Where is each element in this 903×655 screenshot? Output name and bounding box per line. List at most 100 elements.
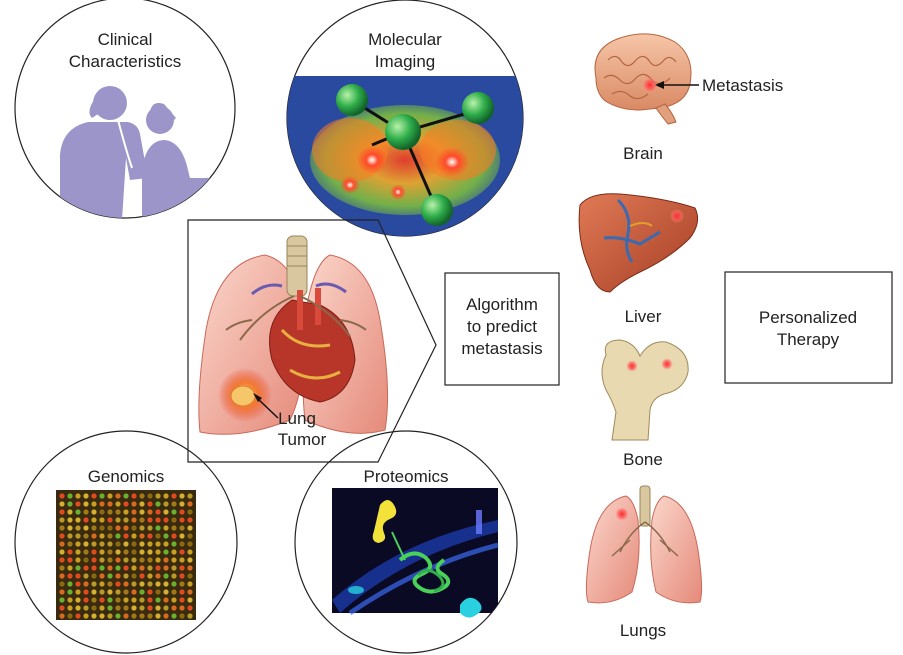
microarray-spot	[75, 565, 80, 570]
microarray-spot	[83, 493, 88, 498]
microarray-spot	[139, 549, 144, 554]
microarray-spot	[59, 613, 64, 618]
microarray-spot	[147, 605, 152, 610]
microarray-spot	[83, 525, 88, 530]
brain-icon	[595, 34, 691, 124]
microarray-spot	[91, 517, 96, 522]
microarray-spot	[99, 493, 104, 498]
microarray-spot	[99, 509, 104, 514]
microarray-spot	[75, 581, 80, 586]
microarray-spot	[115, 581, 120, 586]
microarray-spot	[59, 533, 64, 538]
microarray-spot	[83, 605, 88, 610]
microarray-spot	[123, 597, 128, 602]
microarray-spot	[83, 541, 88, 546]
microarray-spot	[67, 493, 72, 498]
brain-site: Metastasis Brain	[595, 34, 783, 163]
microarray-spot	[91, 605, 96, 610]
microarray-spot	[179, 517, 184, 522]
microarray-spot	[187, 581, 192, 586]
microarray-spot	[107, 581, 112, 586]
microarray-spot	[99, 589, 104, 594]
microarray-spot	[187, 493, 192, 498]
microarray-spot	[123, 533, 128, 538]
microarray-spot	[147, 581, 152, 586]
microarray-spot	[107, 613, 112, 618]
microarray-spot	[123, 589, 128, 594]
microarray-spot	[123, 541, 128, 546]
microarray-spot	[139, 517, 144, 522]
microarray-spot	[107, 565, 112, 570]
microarray-spot	[131, 493, 136, 498]
microarray-spot	[83, 573, 88, 578]
microarray-spot	[115, 597, 120, 602]
microarray-spot	[179, 581, 184, 586]
microarray-spot	[99, 525, 104, 530]
proteomics-panel: Proteomics	[295, 431, 517, 653]
microarray-spot	[115, 493, 120, 498]
molecular-imaging-panel: Molecular Imaging	[285, 0, 525, 246]
brain-metastasis-label: Metastasis	[702, 76, 783, 95]
microarray-spot	[115, 525, 120, 530]
microarray-spot	[123, 557, 128, 562]
microarray-spot	[91, 541, 96, 546]
microarray-spot	[59, 501, 64, 506]
imaging-title-line2: Imaging	[375, 52, 435, 71]
microarray-spot	[91, 533, 96, 538]
microarray-spot	[115, 509, 120, 514]
microarray-spot	[163, 597, 168, 602]
microarray-spot	[59, 517, 64, 522]
microarray-spot	[83, 557, 88, 562]
liver-site: Liver	[579, 194, 697, 326]
microarray-spot	[67, 589, 72, 594]
microarray-spot	[179, 597, 184, 602]
microarray-spot	[179, 573, 184, 578]
microarray-spot	[91, 589, 96, 594]
microarray-spot	[67, 517, 72, 522]
microarray-spot	[99, 605, 104, 610]
microarray-spot	[107, 493, 112, 498]
microarray-spot	[99, 533, 104, 538]
microarray-spot	[59, 565, 64, 570]
microarray-spot	[187, 509, 192, 514]
microarray-spot	[179, 589, 184, 594]
microarray-spot	[131, 517, 136, 522]
microarray-spot	[155, 533, 160, 538]
microarray-spot	[187, 549, 192, 554]
microarray-spot	[123, 517, 128, 522]
microarray-spot	[155, 581, 160, 586]
microarray-spot	[179, 493, 184, 498]
microarray-spot	[163, 525, 168, 530]
microarray-spot	[83, 501, 88, 506]
microarray-spot	[171, 565, 176, 570]
microarray-spot	[131, 501, 136, 506]
lungs-with-heart-illustration	[199, 236, 388, 434]
microarray-spot	[67, 605, 72, 610]
microarray-spot	[107, 597, 112, 602]
microarray-spot	[91, 581, 96, 586]
microarray-spot	[155, 541, 160, 546]
microarray-spot	[67, 613, 72, 618]
microarray-spot	[107, 557, 112, 562]
microarray-spot	[99, 573, 104, 578]
microarray-spot	[67, 581, 72, 586]
microarray-spot	[155, 589, 160, 594]
microarray-spot	[163, 613, 168, 618]
microarray-spot	[83, 509, 88, 514]
microarray-spot	[155, 525, 160, 530]
microarray-spot	[155, 517, 160, 522]
microarray-spot	[187, 557, 192, 562]
microarray-spot	[123, 525, 128, 530]
microarray-spot	[139, 509, 144, 514]
microarray-spot	[163, 541, 168, 546]
microarray-spot	[187, 573, 192, 578]
microarray-spot	[139, 589, 144, 594]
microarray-spot	[131, 573, 136, 578]
microarray-spot	[155, 557, 160, 562]
microarray-spot	[139, 597, 144, 602]
microarray-spot	[187, 525, 192, 530]
microarray-spot	[147, 557, 152, 562]
protein-structure-image	[332, 488, 498, 618]
genomics-title: Genomics	[88, 467, 165, 486]
microarray-spot	[123, 493, 128, 498]
